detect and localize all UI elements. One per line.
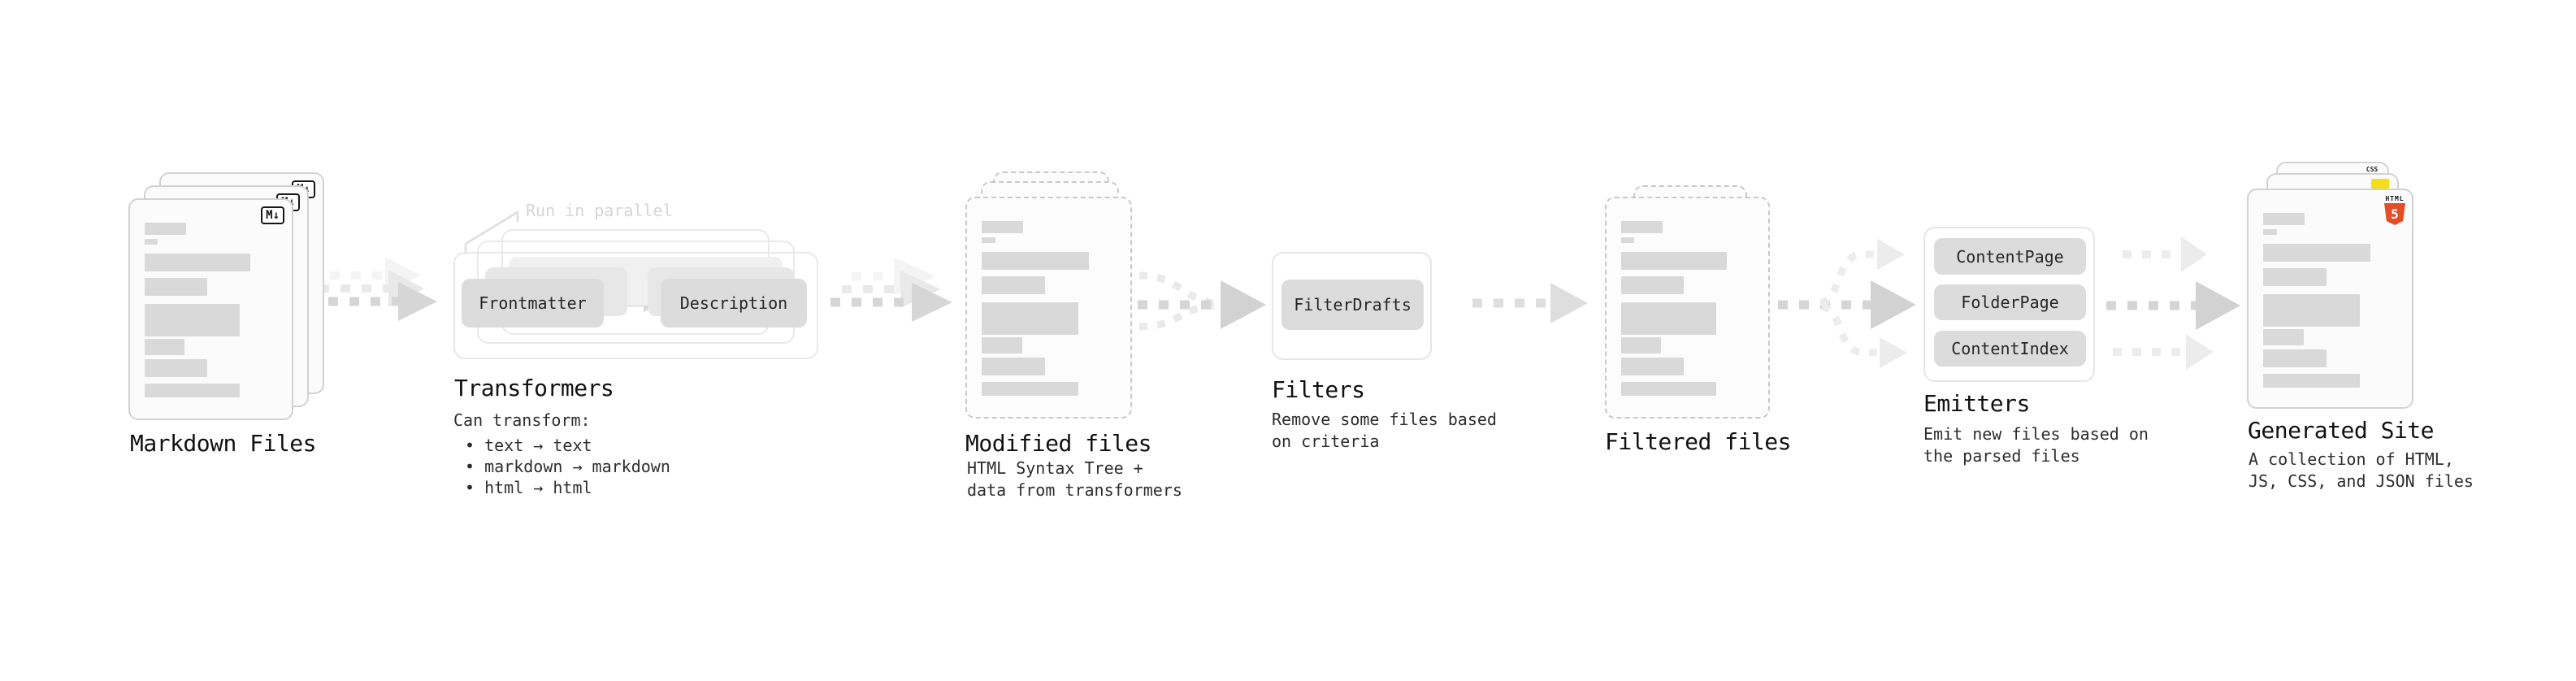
file-content-skeleton bbox=[2263, 213, 2397, 388]
generated-site-label: Generated Site bbox=[2248, 417, 2435, 444]
markdown-icon: M↓ bbox=[261, 206, 284, 224]
emitters-caption: Emit new files based on the parsed files bbox=[1923, 423, 2149, 467]
html5-icon-number: 5 bbox=[2391, 206, 2399, 222]
file-content-skeleton bbox=[1621, 221, 1754, 396]
filtered-file-card bbox=[1605, 197, 1770, 419]
html-file-card: HTML 5 bbox=[2247, 189, 2413, 409]
caption-line: Emit new files based on bbox=[1923, 424, 2149, 444]
caption-line: HTML Syntax Tree + bbox=[967, 458, 1143, 478]
html5-icon: HTML 5 bbox=[2384, 195, 2405, 225]
contentpage-pill: ContentPage bbox=[1934, 238, 2086, 275]
css-icon-label: CSS bbox=[2366, 166, 2379, 173]
filterdrafts-pill: FilterDrafts bbox=[1281, 280, 1424, 330]
filtered-files-label: Filtered files bbox=[1605, 428, 1792, 455]
transformers-title: Transformers bbox=[454, 375, 614, 401]
description-pill: Description bbox=[661, 279, 807, 327]
markdown-files-label: Markdown Files bbox=[130, 430, 317, 457]
emitters-title: Emitters bbox=[1923, 390, 2030, 417]
file-content-skeleton bbox=[145, 223, 277, 397]
transform-bullet-list: • text → text • markdown → markdown • html… bbox=[465, 435, 670, 498]
filters-box bbox=[1272, 252, 1432, 360]
run-in-parallel-annotation: Run in parallel bbox=[526, 201, 673, 220]
bullet-item: • html → html bbox=[465, 478, 592, 497]
caption-line: on criteria bbox=[1272, 432, 1380, 451]
filters-title: Filters bbox=[1272, 376, 1365, 403]
caption-line: Remove some files based bbox=[1272, 410, 1497, 429]
caption-line: the parsed files bbox=[1923, 446, 2080, 466]
modified-file-card bbox=[965, 197, 1132, 419]
bullet-item: • text → text bbox=[465, 436, 592, 455]
contentindex-pill: ContentIndex bbox=[1934, 331, 2086, 367]
modified-files-caption: HTML Syntax Tree + data from transformer… bbox=[967, 458, 1182, 501]
transformer-box bbox=[453, 252, 818, 359]
caption-line: JS, CSS, and JSON files bbox=[2249, 471, 2474, 491]
bullet-item: • markdown → markdown bbox=[465, 457, 670, 476]
filters-caption: Remove some files based on criteria bbox=[1272, 409, 1497, 453]
generated-site-caption: A collection of HTML, JS, CSS, and JSON … bbox=[2249, 449, 2474, 492]
js-icon bbox=[2371, 179, 2389, 189]
caption-line: A collection of HTML, bbox=[2249, 449, 2454, 469]
file-content-skeleton bbox=[982, 221, 1116, 396]
transformers-caption: Can transform: • text → text • markdown →… bbox=[453, 410, 670, 498]
modified-files-label: Modified files bbox=[965, 430, 1152, 457]
markdown-file-card: M↓ bbox=[128, 198, 293, 420]
folderpage-pill: FolderPage bbox=[1934, 284, 2086, 320]
can-transform-heading: Can transform: bbox=[453, 410, 591, 430]
caption-line: data from transformers bbox=[967, 480, 1182, 500]
frontmatter-pill: Frontmatter bbox=[462, 279, 604, 327]
html5-icon-shield: 5 bbox=[2384, 203, 2405, 225]
html5-icon-wordmark: HTML bbox=[2385, 195, 2405, 202]
